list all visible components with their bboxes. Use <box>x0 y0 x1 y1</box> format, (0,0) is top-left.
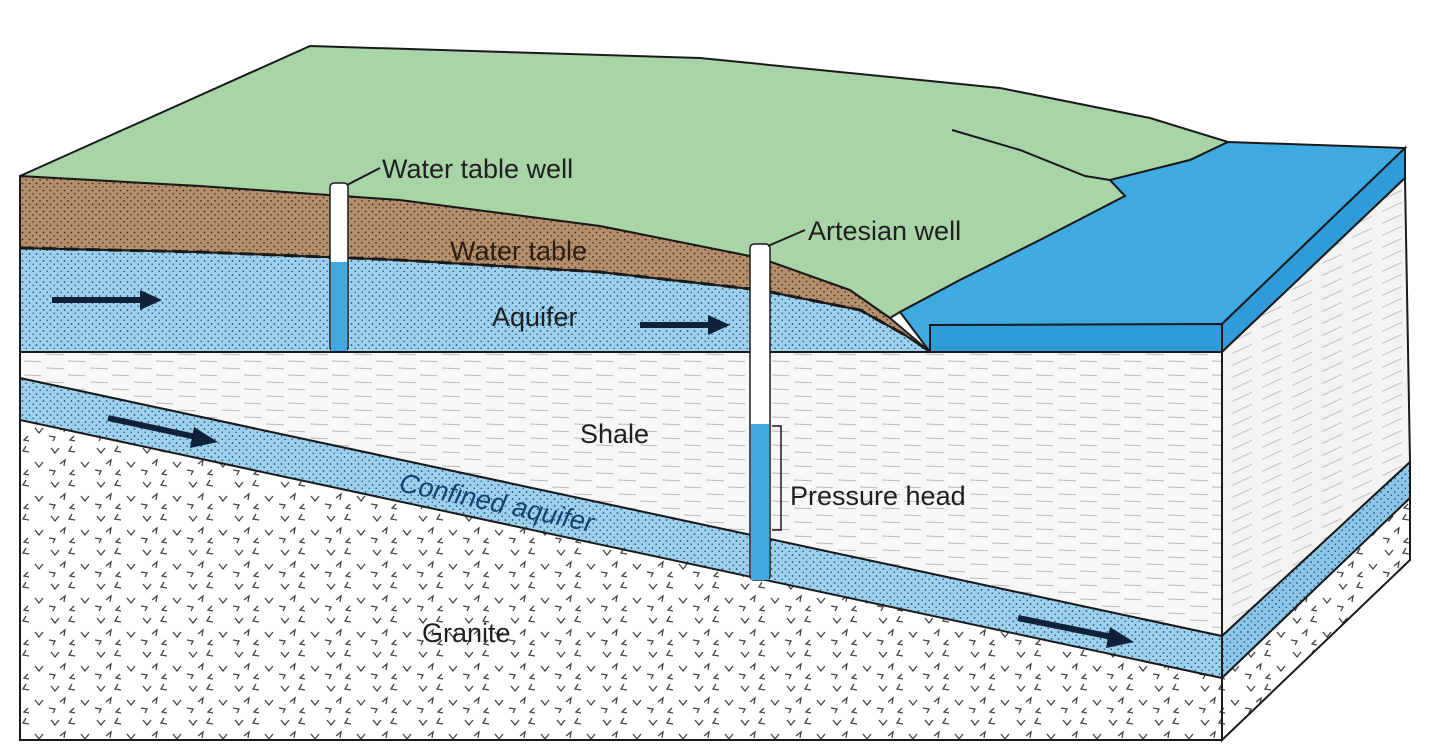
flow-arrow-confined-right <box>1017 615 1134 648</box>
flow-arrow-aquifer-right <box>640 315 730 335</box>
water-table-well <box>329 182 349 352</box>
label-pressure-head: Pressure head <box>790 481 966 511</box>
flow-arrow-confined-left <box>107 415 218 448</box>
water-table-well-leader <box>346 167 381 186</box>
artesian-well <box>749 243 771 581</box>
lake-front-face <box>929 322 1223 353</box>
stream-line <box>951 129 1111 181</box>
artesian-well-leader <box>767 229 806 247</box>
label-granite: Granite <box>422 618 511 648</box>
label-water-table-well: Water table well <box>382 154 573 184</box>
water-table-line <box>19 246 906 337</box>
label-aquifer: Aquifer <box>492 302 578 332</box>
flow-arrow-aquifer-left <box>52 290 162 310</box>
label-shale: Shale <box>580 419 649 449</box>
label-water-table: Water table <box>450 236 587 266</box>
label-artesian-well: Artesian well <box>808 216 961 246</box>
pressure-head-bracket <box>772 425 782 531</box>
granite-side-face <box>1221 495 1411 743</box>
